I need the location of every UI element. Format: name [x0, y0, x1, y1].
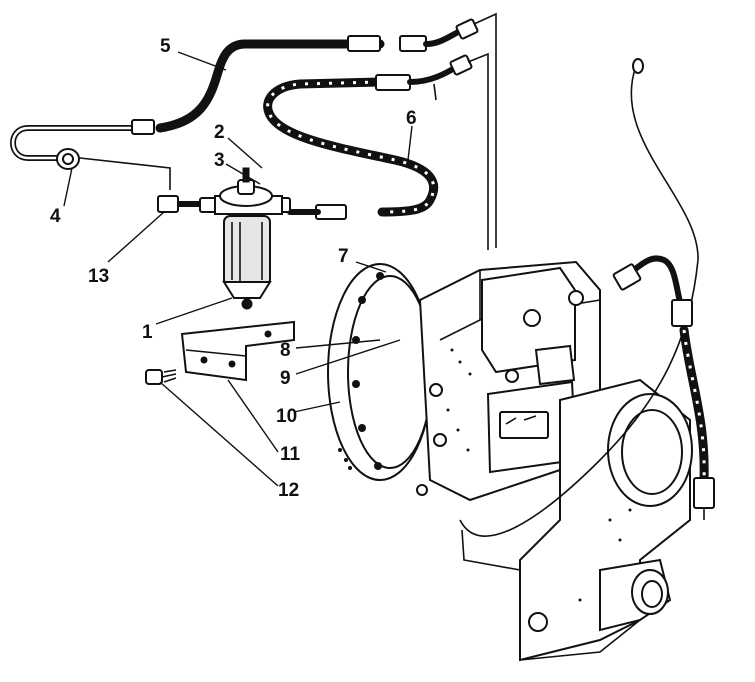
leader-3	[225, 163, 261, 185]
injection-pump	[327, 260, 693, 662]
leader-lines	[63, 51, 413, 487]
leader-1	[155, 297, 233, 325]
hose-fitting-left	[131, 119, 155, 135]
callout-5: 5	[160, 36, 171, 57]
pump-fitting-upper	[399, 35, 427, 52]
banjo-fitting	[56, 148, 171, 190]
bracket-bolt	[145, 369, 177, 385]
leader-9	[295, 339, 401, 375]
leader-7	[355, 261, 387, 273]
callout-3: 3	[214, 150, 225, 171]
leader-11	[227, 379, 279, 453]
leader-13	[107, 211, 165, 263]
callout-13: 13	[88, 266, 109, 287]
leader-5	[177, 51, 227, 71]
callout-labels: 1 2 3 4 5 6 7 8 9 10 11 12 13	[50, 36, 417, 501]
feed-hose-assembly	[263, 52, 489, 250]
callout-9: 9	[280, 368, 291, 389]
leader-6	[407, 125, 413, 161]
return-hose-assembly	[10, 12, 497, 248]
callout-4: 4	[50, 206, 61, 227]
hose-fitting-right	[347, 35, 381, 52]
callout-2: 2	[214, 122, 225, 143]
right-hose-assembly	[459, 58, 715, 537]
callout-8: 8	[280, 340, 291, 361]
leader-12	[159, 381, 279, 487]
leader-10	[293, 401, 341, 413]
leader-8	[295, 339, 381, 349]
filter-bracket	[180, 320, 295, 382]
callout-11: 11	[280, 444, 301, 465]
leader-4	[63, 167, 73, 207]
fuel-filter	[157, 167, 291, 310]
callout-6: 6	[406, 108, 417, 129]
callout-10: 10	[276, 406, 297, 427]
callout-7: 7	[338, 246, 349, 267]
callout-1: 1	[142, 322, 153, 343]
callout-12: 12	[278, 480, 299, 501]
leader-2	[227, 137, 263, 169]
